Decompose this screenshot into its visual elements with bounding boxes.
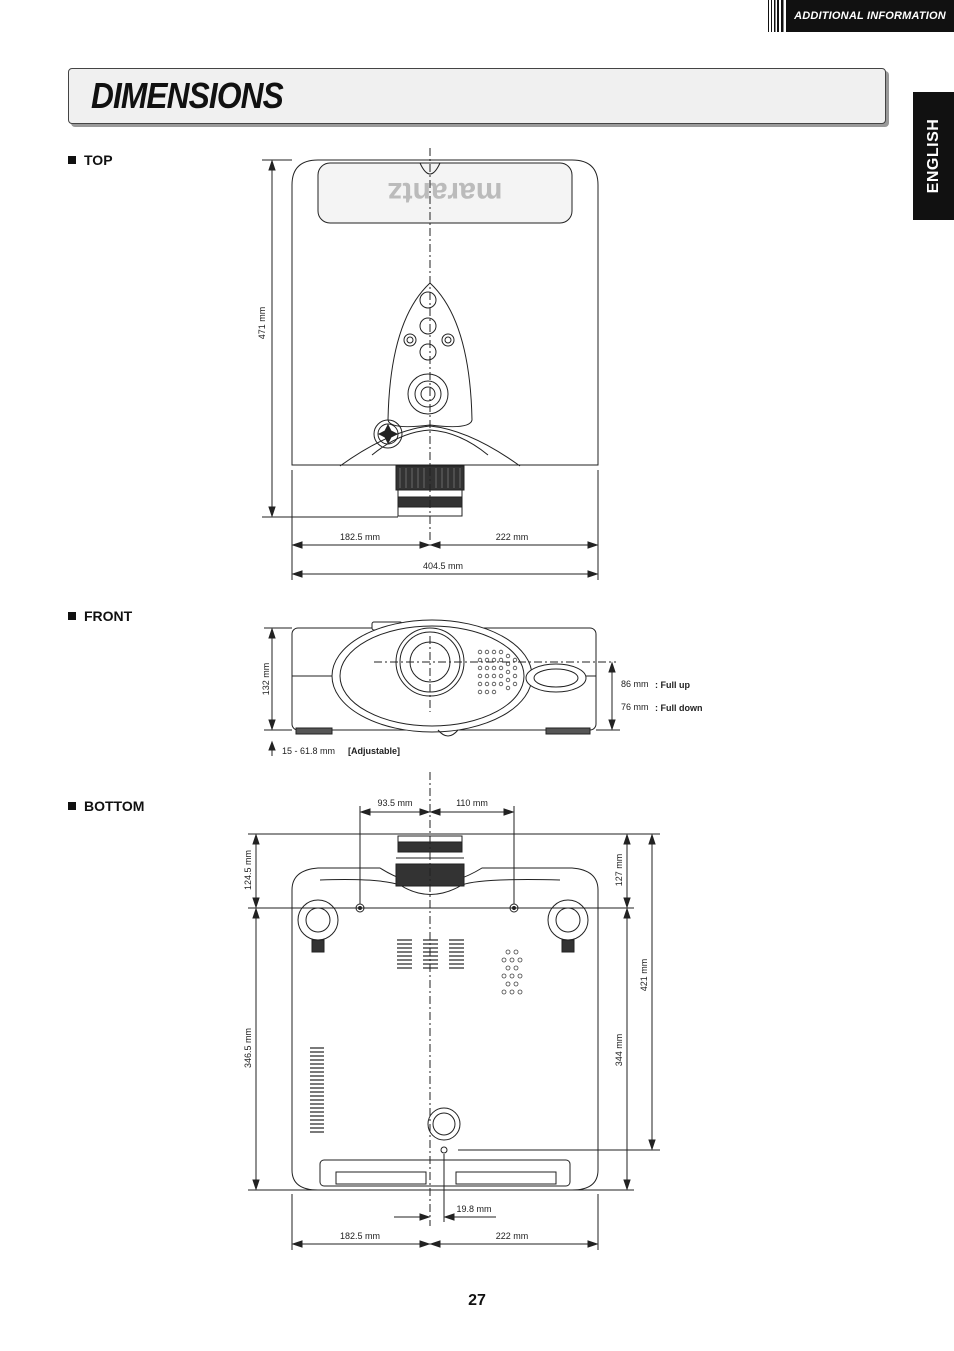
top-right-width-label: 222 mm <box>496 532 529 542</box>
header-section-label: ADDITIONAL INFORMATION <box>786 0 954 32</box>
language-tab <box>913 92 954 220</box>
front-foot-value: 15 - 61.8 mm <box>282 746 335 756</box>
section-front-label: FRONT <box>84 608 133 624</box>
bottom-left-lower-label: 346.5 mm <box>243 1028 253 1068</box>
page-title-box: DIMENSIONS <box>68 68 886 124</box>
bottom-left-upper-label: 124.5 mm <box>243 850 253 890</box>
bottom-right-lower-label: 344 mm <box>614 1034 624 1067</box>
bottom-left-width-label: 182.5 mm <box>340 1231 380 1241</box>
front-full-up-value: 86 mm <box>621 679 649 689</box>
bullet-square-icon <box>68 156 76 164</box>
top-total-width-label: 404.5 mm <box>423 561 463 571</box>
section-top-label: TOP <box>84 152 113 168</box>
front-full-down-value: 76 mm <box>621 702 649 712</box>
section-top-heading: TOP <box>68 152 113 168</box>
page-title: DIMENSIONS <box>91 75 284 116</box>
bullet-square-icon <box>68 612 76 620</box>
top-logo-text: marantz <box>387 176 502 209</box>
bottom-right-total-label: 421 mm <box>639 959 649 992</box>
top-left-width-label: 182.5 mm <box>340 532 380 542</box>
bottom-top-right-label: 110 mm <box>456 798 488 808</box>
section-bottom-label: BOTTOM <box>84 798 145 814</box>
front-full-up-label: : Full up <box>655 680 690 690</box>
section-bottom-heading: BOTTOM <box>68 798 144 814</box>
page-number: 27 <box>468 1292 486 1309</box>
section-front-heading: FRONT <box>68 608 132 624</box>
header-decoration-bars <box>768 0 784 32</box>
front-foot-label: [Adjustable] <box>348 746 400 756</box>
front-full-down-label: : Full down <box>655 703 703 713</box>
bottom-right-upper-label: 127 mm <box>614 854 624 887</box>
bottom-top-left-label: 93.5 mm <box>377 798 412 808</box>
bottom-offset-label: 19.8 mm <box>456 1204 491 1214</box>
top-height-label: 471 mm <box>257 307 267 340</box>
bottom-right-width-label: 222 mm <box>496 1231 529 1241</box>
front-height-label: 132 mm <box>261 663 271 696</box>
bullet-square-icon <box>68 802 76 810</box>
